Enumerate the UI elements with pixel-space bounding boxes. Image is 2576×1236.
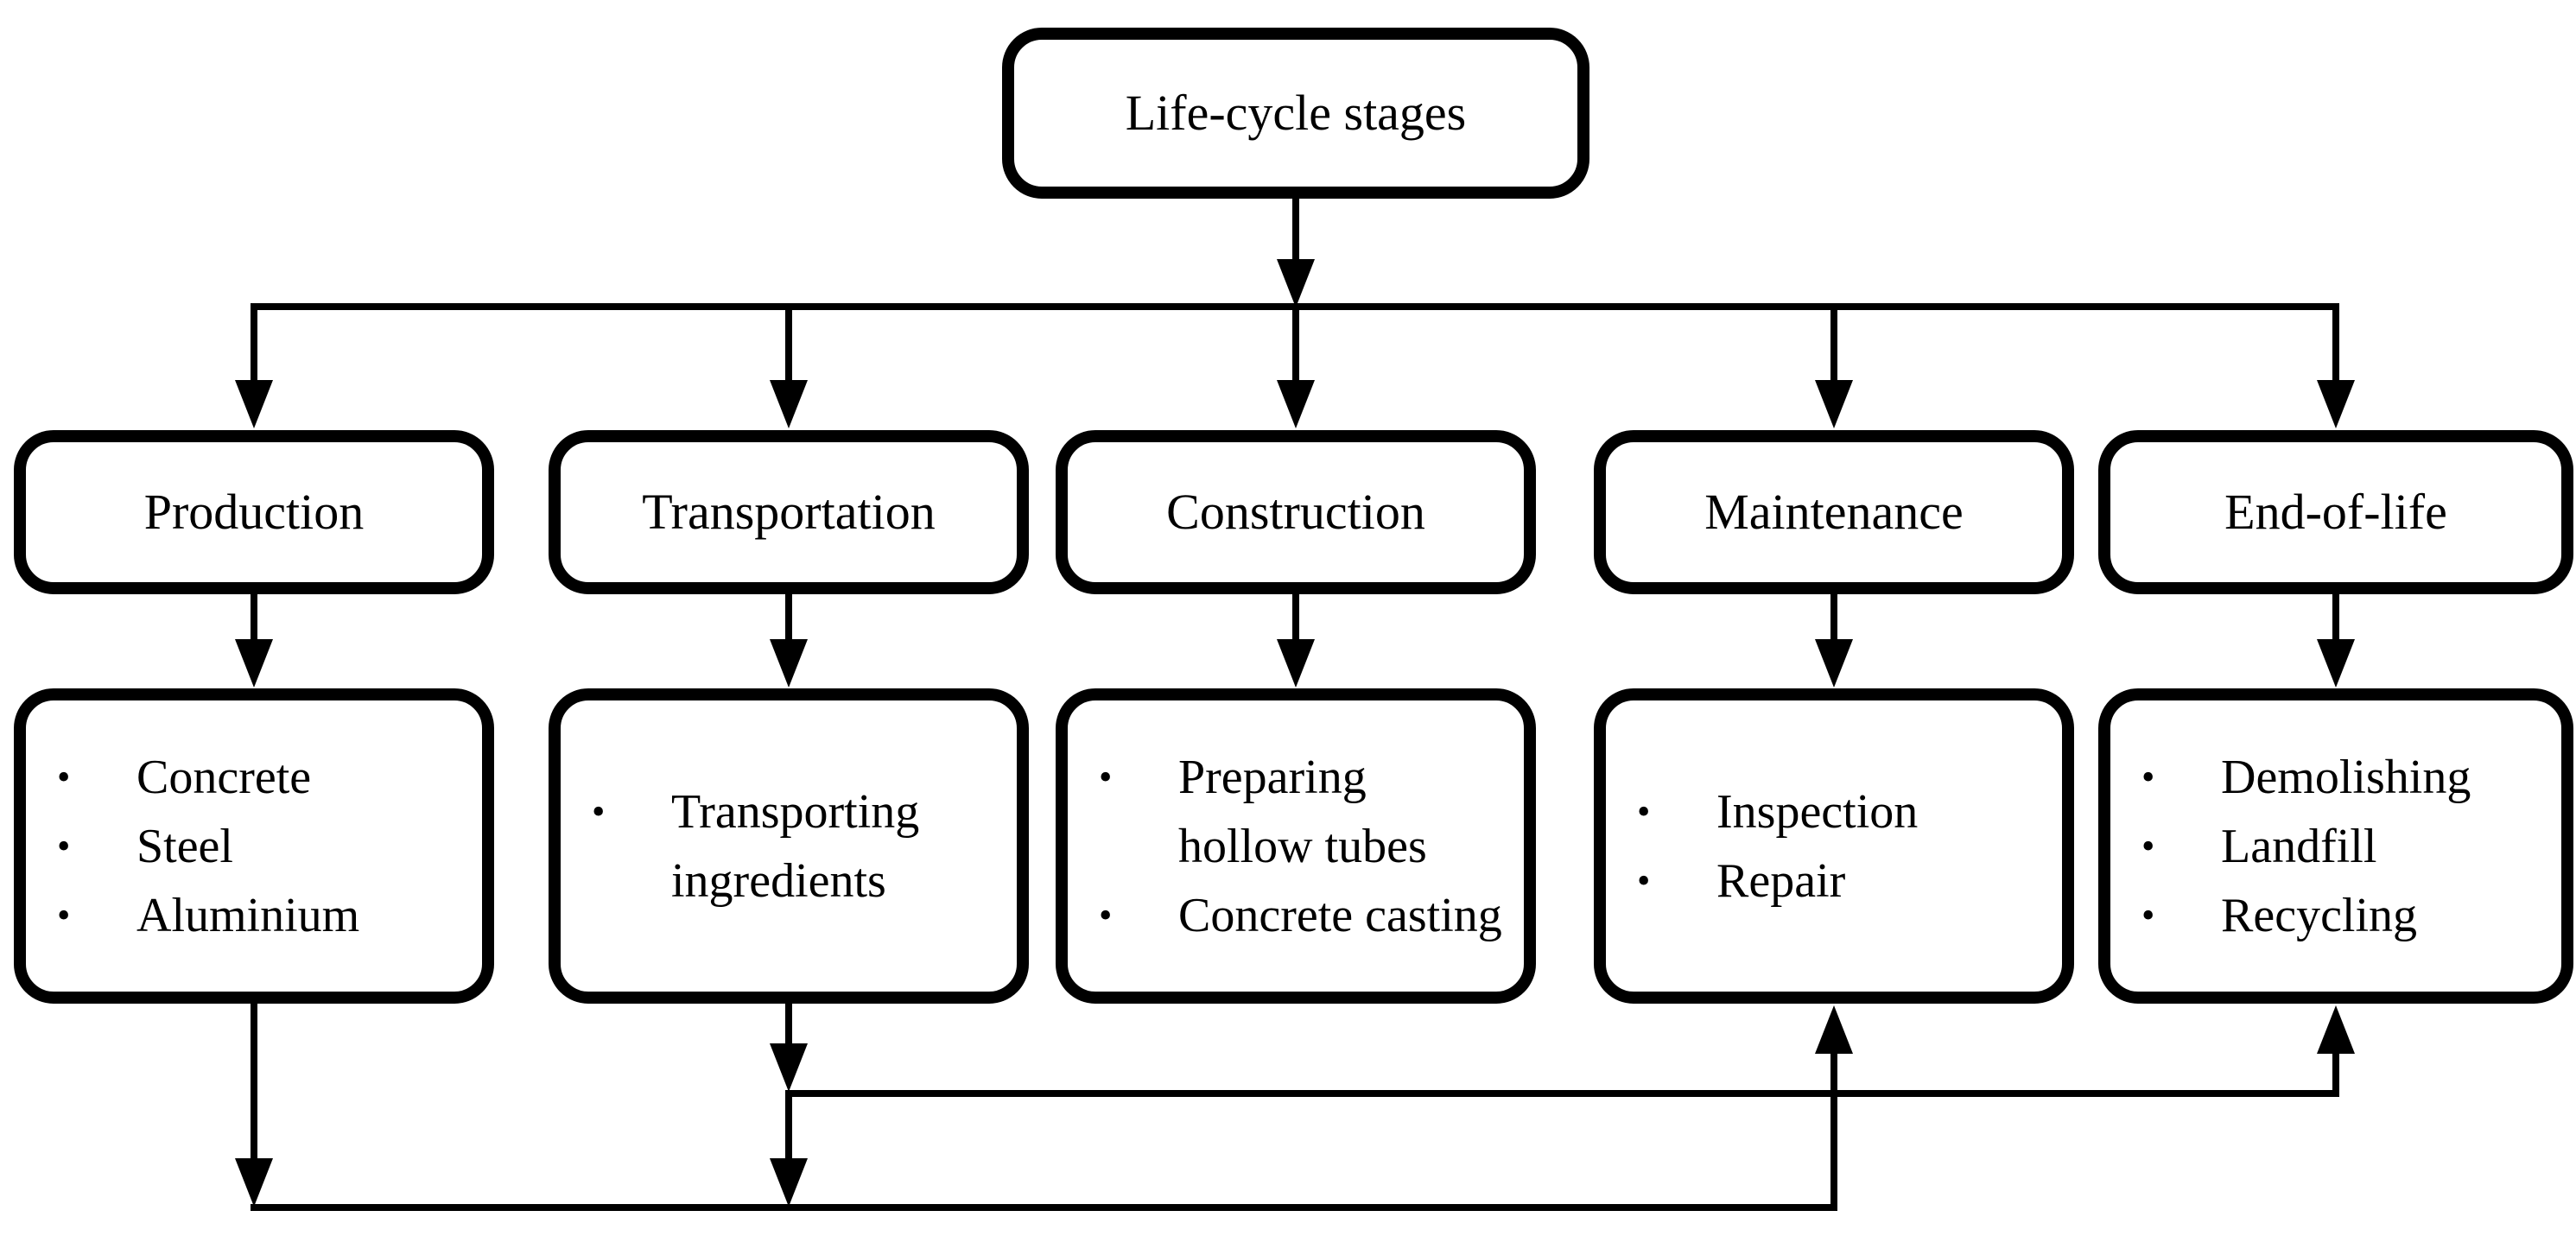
list-item-text: Transporting ingredients: [671, 784, 920, 908]
arrowhead-maintenance-details-up-icon: [1815, 1005, 1853, 1054]
node-label: Transportation: [642, 484, 936, 541]
list-item: • Demolishing: [2141, 743, 2544, 812]
node-production: Production: [14, 430, 494, 594]
node-label: Maintenance: [1704, 484, 1964, 541]
connector-drop-maintenance: [1830, 303, 1837, 383]
bullet-icon: •: [2141, 755, 2155, 798]
arrowhead-end-of-life-details-up-icon: [2317, 1005, 2355, 1054]
list-item-text: Preparing hollow tubes: [1178, 750, 1427, 873]
connector-up-to-end-of-life-details: [2332, 1053, 2339, 1097]
list-item-text: Repair: [1716, 853, 1846, 908]
connector-production-details-drop: [251, 1004, 257, 1161]
bullet-icon: •: [1099, 893, 1113, 936]
connector-end-of-life-to-details: [2332, 594, 2339, 642]
list-item-text: Aluminium: [136, 888, 360, 942]
connector-drop-end-of-life: [2332, 303, 2339, 383]
bullet-icon: •: [592, 789, 606, 833]
node-maintenance-details: • Inspection • Repair: [1594, 688, 2074, 1004]
node-end-of-life-details: • Demolishing • Landfill • Recycling: [2098, 688, 2573, 1004]
bullet-icon: •: [1637, 789, 1651, 833]
list-item: • Preparing hollow tubes: [1099, 743, 1507, 881]
node-construction: Construction: [1056, 430, 1536, 594]
arrowhead-maintenance-details-down-icon: [1815, 639, 1853, 688]
connector-production-to-details: [251, 594, 257, 642]
node-production-details: • Concrete • Steel • Aluminium: [14, 688, 494, 1004]
arrowhead-maintenance-down-icon: [1815, 380, 1853, 428]
bullet-icon: •: [57, 824, 71, 867]
node-label: Production: [143, 484, 365, 541]
arrowhead-end-of-life-down-icon: [2317, 380, 2355, 428]
node-life-cycle-stages: Life-cycle stages: [1002, 28, 1589, 199]
arrowhead-construction-down-icon: [1277, 380, 1315, 428]
list-item: • Steel: [57, 812, 465, 881]
connector-bottom-bus-line: [251, 1204, 1837, 1211]
arrowhead-production-bottom-down-icon: [235, 1158, 273, 1207]
node-construction-details: • Preparing hollow tubes • Concrete cast…: [1056, 688, 1536, 1004]
list-item-text: Landfill: [2221, 819, 2377, 873]
arrowhead-construction-details-down-icon: [1277, 639, 1315, 688]
connector-up-to-maintenance-details: [1830, 1053, 1837, 1211]
arrowhead-transportation-bottom-bus-down-icon: [770, 1158, 808, 1207]
connector-transportation-to-details: [785, 594, 792, 642]
bullet-icon: •: [1637, 859, 1651, 902]
list-item-text: Inspection: [1716, 784, 1919, 839]
arrowhead-transportation-upper-bus-down-icon: [770, 1043, 808, 1092]
connector-root-shaft: [1292, 197, 1299, 261]
list-item-text: Concrete: [136, 750, 312, 804]
list-item: • Inspection: [1637, 777, 2045, 846]
arrowhead-production-details-down-icon: [235, 639, 273, 688]
bullet-icon: •: [57, 893, 71, 936]
list-item: • Transporting ingredients: [592, 777, 999, 916]
arrowhead-production-down-icon: [235, 380, 273, 428]
node-end-of-life: End-of-life: [2098, 430, 2573, 594]
node-transportation-details: • Transporting ingredients: [549, 688, 1029, 1004]
list-item-text: Demolishing: [2221, 750, 2471, 804]
connector-upper-bus-line: [785, 1090, 2339, 1097]
node-maintenance: Maintenance: [1594, 430, 2074, 594]
list-item-text: Recycling: [2221, 888, 2418, 942]
connector-drop-construction: [1292, 303, 1299, 383]
list-item-text: Concrete casting: [1178, 888, 1502, 942]
list-item: • Aluminium: [57, 881, 465, 950]
connector-maintenance-to-details: [1830, 594, 1837, 642]
list-item-text: Steel: [136, 819, 233, 873]
connector-construction-to-details: [1292, 594, 1299, 642]
arrowhead-transportation-down-icon: [770, 380, 808, 428]
bullet-icon: •: [1099, 755, 1113, 798]
node-transportation: Transportation: [549, 430, 1029, 594]
list-item: • Landfill: [2141, 812, 2544, 881]
connector-transportation-details-drop: [785, 1004, 792, 1045]
connector-drop-production: [251, 303, 257, 383]
connector-transportation-details-drop-2: [785, 1097, 792, 1161]
arrowhead-end-of-life-details-down-icon: [2317, 639, 2355, 688]
connector-drop-transportation: [785, 303, 792, 383]
list-item: • Concrete casting: [1099, 881, 1507, 950]
arrowhead-root-down-icon: [1277, 259, 1315, 307]
node-label: Life-cycle stages: [1125, 85, 1467, 142]
bullet-icon: •: [2141, 824, 2155, 867]
arrowhead-transportation-details-down-icon: [770, 639, 808, 688]
bullet-icon: •: [57, 755, 71, 798]
node-label: Construction: [1166, 484, 1425, 541]
list-item: • Recycling: [2141, 881, 2544, 950]
list-item: • Concrete: [57, 743, 465, 812]
bullet-icon: •: [2141, 893, 2155, 936]
node-label: End-of-life: [2224, 484, 2447, 541]
list-item: • Repair: [1637, 846, 2045, 916]
